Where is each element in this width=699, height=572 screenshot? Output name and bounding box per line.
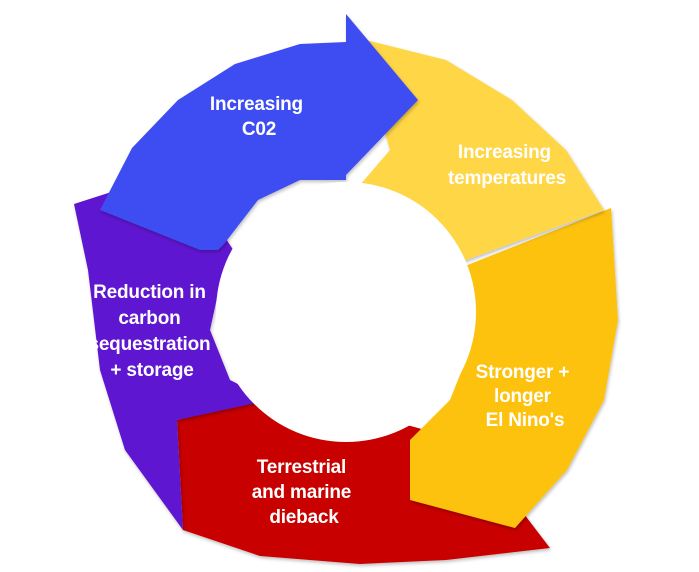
label-terrestrial-marine-dieback: Terrestrial and marine dieback bbox=[252, 457, 356, 528]
label-increasing-temperatures: Increasing temperatures bbox=[448, 142, 566, 189]
arrow-terrestrial-marine-dieback bbox=[177, 394, 550, 564]
arrow-reduction-carbon-sequestration bbox=[74, 170, 270, 530]
label-reduction-carbon-sequestration: Reduction in carbon sequestration + stor… bbox=[88, 282, 215, 381]
label-stronger-longer-el-ninos: Stronger + longer El Nino's bbox=[476, 362, 575, 431]
arrow-increasing-co2 bbox=[100, 14, 418, 250]
ring-center bbox=[216, 182, 476, 442]
label-increasing-co2: Increasing C02 bbox=[210, 94, 308, 140]
